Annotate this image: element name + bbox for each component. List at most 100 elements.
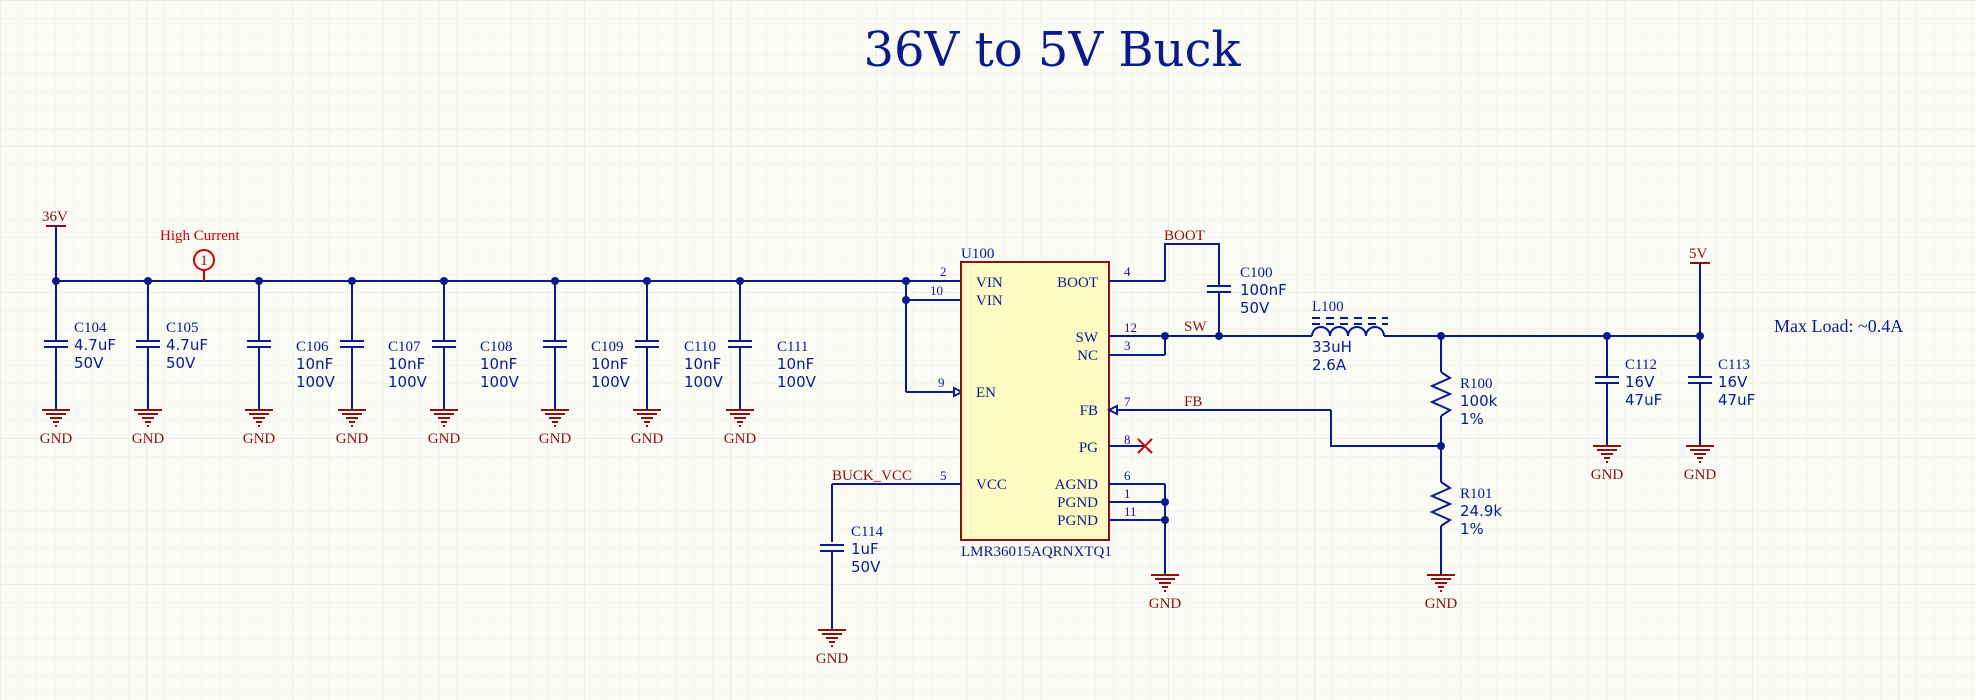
svg-text:1: 1 <box>1124 486 1131 501</box>
gnd-symbol-6: GND <box>631 409 663 447</box>
svg-text:3: 3 <box>1124 338 1131 353</box>
svg-text:12: 12 <box>1124 320 1137 335</box>
l100-value: 33uH <box>1312 338 1352 356</box>
svg-text:11: 11 <box>1124 504 1137 519</box>
c114-voltage: 50V <box>851 558 881 576</box>
svg-text:SW: SW <box>1076 330 1099 346</box>
svg-text:AGND: AGND <box>1055 477 1098 493</box>
gnd-symbol-10: GND <box>816 629 848 667</box>
cap-voltage: 16V <box>1718 373 1748 391</box>
input-cap-c106[interactable] <box>340 277 364 410</box>
input-cap-c105[interactable] <box>136 277 160 410</box>
c100-voltage: 50V <box>1240 299 1270 317</box>
r101-tolerance: 1% <box>1460 520 1484 538</box>
boot-network[interactable]: BOOT C100 100nF 50V <box>1109 228 1287 336</box>
cap-ref: C112 <box>1625 357 1657 373</box>
input-cap-unlabeled[interactable] <box>247 277 271 410</box>
gnd-label: GND <box>1425 596 1458 612</box>
inductor-l100[interactable]: L100 33uH 2.6A <box>1311 299 1388 374</box>
cap-ref: C113 <box>1718 357 1750 373</box>
cap-ref: C106 <box>296 339 329 355</box>
input-cap-c104[interactable] <box>44 277 68 410</box>
input-cap-c108[interactable] <box>543 277 567 410</box>
sw-net-label: SW <box>1184 319 1207 335</box>
c114-value: 1uF <box>851 540 879 558</box>
buck-vcc-network[interactable]: BUCK_VCC C114 1uF 50V <box>820 468 961 630</box>
svg-text:PGND: PGND <box>1057 495 1098 511</box>
svg-text:BOOT: BOOT <box>1057 275 1098 291</box>
sheet-title: 36V to 5V Buck <box>863 22 1241 78</box>
svg-text:10: 10 <box>930 283 943 298</box>
svg-text:4: 4 <box>1124 264 1131 279</box>
input-cap-c107[interactable] <box>432 277 456 410</box>
input-cap-c109[interactable] <box>635 277 659 410</box>
cap-voltage: 100V <box>591 373 631 391</box>
ic-u100[interactable]: U100 LMR36015AQRNXTQ1 VIN VIN EN VCC BOO… <box>930 246 1137 560</box>
gnd-symbol-4: GND <box>428 409 460 447</box>
cap-voltage: 50V <box>74 354 104 372</box>
gnd-symbol-1: GND <box>132 409 164 447</box>
cap-value: 4.7uF <box>166 336 208 354</box>
svg-text:9: 9 <box>938 375 945 390</box>
ic-designator: U100 <box>961 246 994 262</box>
svg-text:5V: 5V <box>1689 246 1708 262</box>
input-cap-c110[interactable] <box>728 277 752 410</box>
cap-value: 10nF <box>480 355 517 373</box>
cap-value: 10nF <box>591 355 628 373</box>
svg-text:FB: FB <box>1080 403 1098 419</box>
gnd-symbol-3: GND <box>336 409 369 447</box>
gnd-label: GND <box>336 431 369 447</box>
svg-text:5: 5 <box>940 468 947 483</box>
cap-value: 10nF <box>388 355 425 373</box>
svg-text:NC: NC <box>1077 348 1098 364</box>
high-current-label: High Current <box>160 228 240 244</box>
gnd-symbol-12: GND <box>1425 574 1458 612</box>
svg-text:8: 8 <box>1124 432 1131 447</box>
gnd-label: GND <box>539 431 572 447</box>
gnd-symbol-11: GND <box>1149 574 1182 612</box>
fb-net[interactable]: FB <box>1106 394 1441 447</box>
cap-value: 10nF <box>296 355 333 373</box>
c114-ref: C114 <box>851 524 883 540</box>
buck-vcc-net-label: BUCK_VCC <box>832 468 912 484</box>
cap-voltage: 100V <box>296 373 336 391</box>
cap-voltage: 100V <box>684 373 724 391</box>
cap-voltage: 16V <box>1625 373 1655 391</box>
cap-value: 4.7uF <box>74 336 116 354</box>
high-current-marker[interactable]: High Current 1 <box>160 228 240 281</box>
vin-power-port[interactable]: 36V <box>42 209 68 281</box>
gnd-label: GND <box>40 431 73 447</box>
feedback-divider[interactable]: R100 100k 1% R101 24.9k 1% <box>1429 336 1502 575</box>
r100-tolerance: 1% <box>1460 410 1484 428</box>
cap-ref: C111 <box>777 339 808 355</box>
c100-value: 100nF <box>1240 281 1287 299</box>
ic-ground-wires[interactable] <box>1109 483 1169 575</box>
cap-value: 47uF <box>1718 391 1755 409</box>
input-capacitor-bank: C1044.7uF50VC1054.7uF50VC10610nF100VC107… <box>44 277 817 410</box>
gnd-symbol-7: GND <box>724 409 756 447</box>
ic-part-number: LMR36015AQRNXTQ1 <box>961 544 1112 560</box>
cap-ref: C108 <box>480 339 513 355</box>
l100-ref: L100 <box>1312 299 1344 315</box>
svg-text:VIN: VIN <box>976 275 1003 291</box>
cap-ref: C104 <box>74 320 107 336</box>
sw-node-wires[interactable]: SW <box>1109 319 1312 356</box>
vin-to-ic-wires[interactable] <box>902 277 965 398</box>
cap-ref: C110 <box>684 339 716 355</box>
svg-text:PGND: PGND <box>1057 513 1098 529</box>
vout-power-port[interactable]: 5V <box>1689 246 1710 336</box>
r100-value: 100k <box>1460 392 1498 410</box>
svg-text:1: 1 <box>200 253 208 269</box>
gnd-label: GND <box>1149 596 1182 612</box>
